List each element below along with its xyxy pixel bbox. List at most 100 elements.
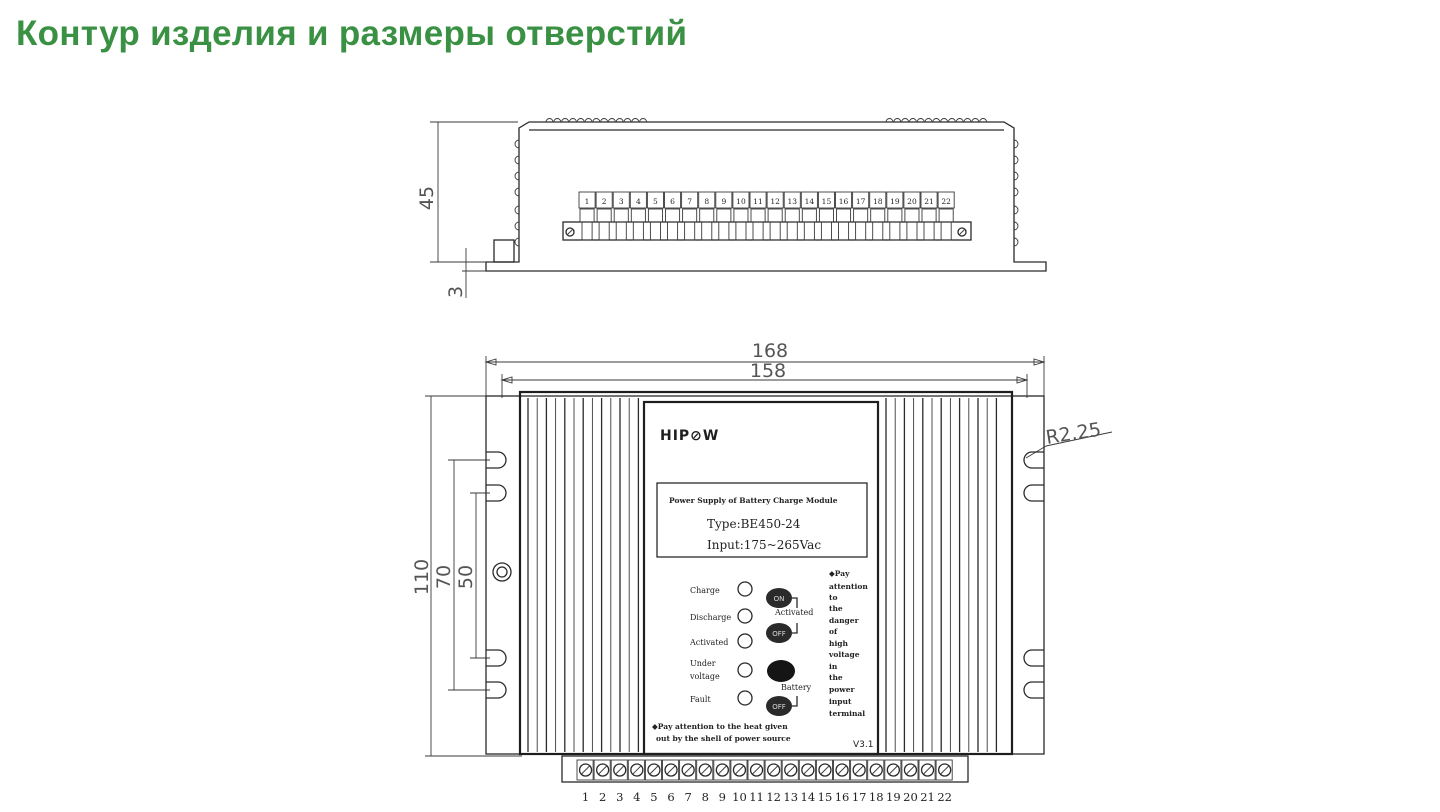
side-terminal-number: 6 bbox=[670, 197, 675, 206]
side-terminal-clamp bbox=[716, 208, 732, 223]
side-terminal-number: 10 bbox=[736, 197, 746, 206]
fin-scallop bbox=[623, 118, 632, 123]
terminal-screw bbox=[801, 763, 815, 777]
side-terminal-pin bbox=[667, 221, 679, 241]
fin-scallop bbox=[940, 118, 949, 123]
heat-note-line-2: out by the shell of power source bbox=[656, 734, 791, 743]
side-height-dimension: 45 bbox=[416, 186, 438, 210]
fin-scallop bbox=[631, 118, 640, 123]
terminal-cell bbox=[901, 759, 919, 781]
terminal-screw-slot bbox=[854, 765, 864, 775]
hole-span-dimension: 70 bbox=[433, 565, 455, 589]
fin-scallop bbox=[908, 118, 917, 123]
fin-scallop bbox=[955, 118, 964, 123]
fault-led bbox=[737, 690, 753, 706]
side-terminal-cell bbox=[629, 191, 647, 209]
page-title: Контур изделия и размеры отверстий bbox=[16, 14, 688, 53]
side-terminal-number: 12 bbox=[770, 197, 780, 206]
svg-text:the: the bbox=[829, 604, 843, 613]
terminal-number: 14 bbox=[801, 790, 816, 804]
side-terminal-clamp bbox=[699, 208, 715, 223]
side-terminal-cell bbox=[715, 191, 733, 209]
side-terminal-pin bbox=[752, 221, 764, 241]
side-terminal-clamp bbox=[613, 208, 629, 223]
side-terminal-cell bbox=[578, 191, 596, 209]
side-terminal-cell bbox=[937, 191, 955, 209]
terminal-screw bbox=[698, 763, 712, 777]
side-top-fins-left bbox=[545, 118, 648, 123]
terminal-screw bbox=[749, 763, 764, 777]
fin-scallop bbox=[639, 118, 648, 123]
heat-note-line-1: ◆Pay attention to the heat given bbox=[652, 722, 788, 731]
terminal-screw-slot bbox=[820, 765, 830, 775]
side-terminal-number: 15 bbox=[822, 197, 832, 206]
svg-text:the: the bbox=[829, 673, 843, 682]
fin-scallop bbox=[553, 118, 562, 123]
charge-led bbox=[737, 581, 753, 597]
terminal-number: 22 bbox=[937, 790, 952, 804]
terminal-cell bbox=[781, 759, 799, 781]
terminal-screw bbox=[664, 763, 678, 777]
fin-scallop bbox=[963, 118, 972, 123]
terminal-screw bbox=[767, 763, 781, 777]
side-right-fins bbox=[1013, 139, 1019, 247]
side-terminal-number: 22 bbox=[941, 197, 951, 206]
side-terminal-number: 5 bbox=[653, 197, 658, 206]
fin-scallop bbox=[561, 118, 570, 123]
terminal-number: 16 bbox=[835, 790, 850, 804]
version-label: V3.1 bbox=[853, 740, 873, 750]
terminal-cell bbox=[576, 759, 594, 781]
side-terminal-number: 21 bbox=[924, 197, 934, 206]
terminal-screw-slot bbox=[923, 765, 932, 775]
terminal-screw bbox=[886, 763, 900, 777]
terminal-screw bbox=[835, 763, 849, 777]
terminal-number: 17 bbox=[852, 790, 867, 804]
side-terminal-cell bbox=[698, 191, 716, 209]
activated-switch-off bbox=[766, 623, 792, 643]
side-terminal-clamp bbox=[887, 208, 903, 223]
front-panel bbox=[642, 400, 880, 756]
side-terminal-number: 9 bbox=[721, 197, 726, 206]
mounting-flange bbox=[485, 395, 1045, 755]
terminal-screw bbox=[578, 763, 593, 777]
terminal-screw-slot bbox=[649, 765, 659, 775]
terminal-number: 21 bbox=[920, 790, 935, 804]
side-terminal-clamp bbox=[853, 208, 869, 223]
terminal-screw bbox=[784, 763, 798, 777]
side-terminal-clamp bbox=[630, 208, 646, 223]
side-terminal-number: 3 bbox=[619, 197, 624, 206]
fin-scallop bbox=[885, 118, 894, 123]
side-terminal-cell bbox=[920, 191, 938, 209]
terminal-screw-slot bbox=[700, 765, 710, 775]
svg-text:of: of bbox=[829, 627, 838, 636]
side-terminal-cell bbox=[800, 191, 818, 209]
side-terminal-pin bbox=[838, 221, 850, 241]
side-terminal-clamp bbox=[921, 208, 937, 223]
side-terminal-clamp bbox=[836, 208, 852, 223]
terminal-cell bbox=[610, 759, 628, 781]
side-terminal-clamp bbox=[682, 208, 698, 223]
side-terminal-pin bbox=[632, 221, 644, 241]
terminal-screw-slot bbox=[940, 765, 949, 775]
side-terminal-number: 7 bbox=[687, 197, 692, 206]
terminal-screw-slot bbox=[803, 765, 813, 775]
side-terminal-pin bbox=[940, 221, 952, 241]
terminal-cell bbox=[627, 759, 645, 781]
terminal-screw bbox=[647, 763, 661, 777]
inner-span-dimension: 50 bbox=[455, 565, 477, 589]
svg-text:power: power bbox=[829, 685, 855, 694]
heatsink-fins-left bbox=[527, 398, 640, 752]
terminal-number: 1 bbox=[582, 790, 589, 804]
housing-body bbox=[518, 390, 1014, 756]
terminal-cell bbox=[815, 759, 833, 781]
side-terminal-clamp bbox=[818, 208, 834, 223]
warning-note: ◆Pay attention to the danger of high vol… bbox=[828, 569, 868, 718]
terminal-screw bbox=[869, 763, 883, 777]
terminal-screw-slot bbox=[752, 765, 761, 775]
fin-scallop bbox=[600, 118, 609, 123]
terminal-number: 15 bbox=[818, 790, 833, 804]
terminal-number: 4 bbox=[633, 790, 640, 804]
